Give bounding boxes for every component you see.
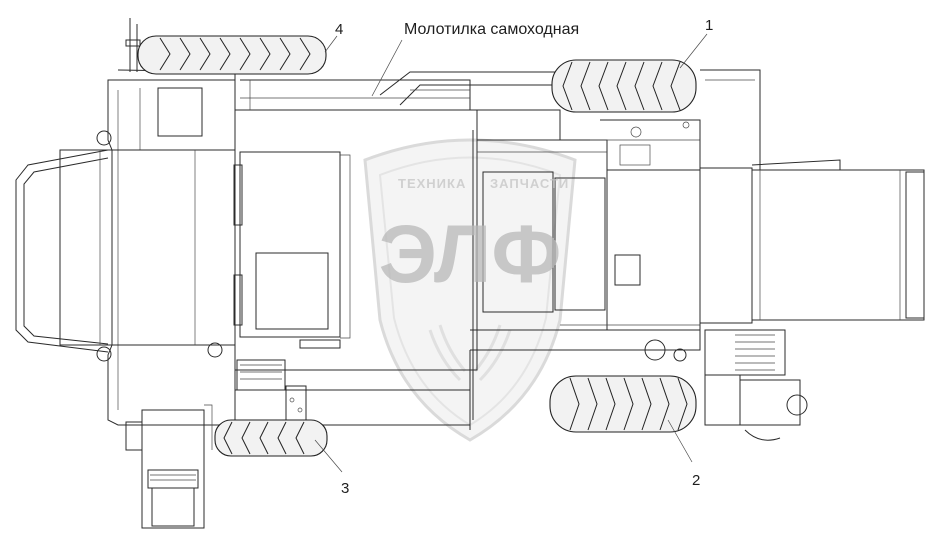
callout-2: 2 [692,472,700,489]
cab-section [96,18,236,426]
watermark-line1: ТЕХНИКА [398,176,466,191]
threshing-section [469,109,701,430]
callout-4: 4 [335,21,343,38]
callout-3: 3 [341,480,349,497]
watermark-text: ТЕХНИКА ЗАПЧАСТИ ЭЛФ [379,176,569,300]
wheel-front-left [549,375,697,433]
body-section [233,79,478,427]
leader-lines [314,33,708,473]
watermark-shield [363,138,577,442]
rear-conveyor [644,69,925,441]
drawing-title: Молотилка самоходная [404,21,579,38]
rear-ladder [125,404,213,529]
wheel-rear-left [137,35,327,75]
watermark-logo: ЭЛФ [379,209,562,300]
watermark-line2: ЗАПЧАСТИ [490,176,569,191]
front-header-guard [15,149,236,353]
callout-1: 1 [705,17,713,34]
wheel-rear-right [214,419,328,457]
wheel-front-right [551,59,697,113]
